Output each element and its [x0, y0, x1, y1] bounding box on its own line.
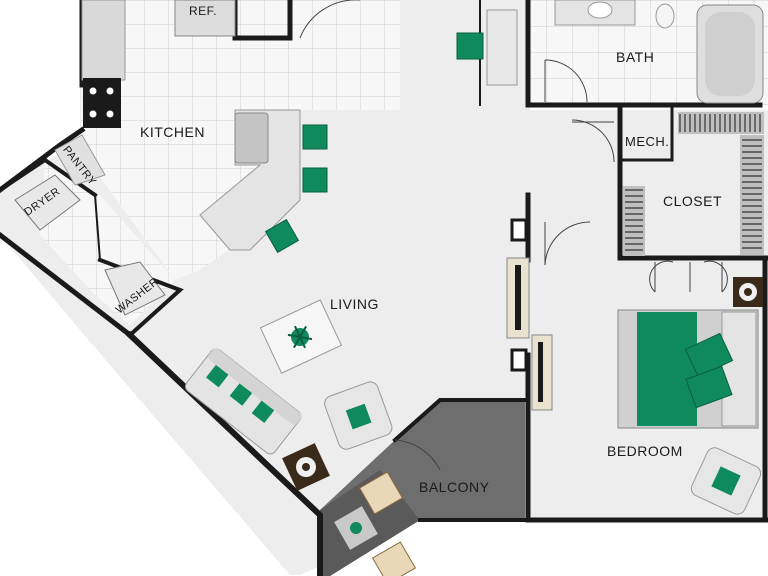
- balcony-chair: [358, 471, 404, 515]
- room-label-balcony: BALCONY: [419, 479, 490, 495]
- dryer: [14, 174, 81, 231]
- bed-pillows: [721, 311, 757, 427]
- closet-clothes: [625, 114, 762, 251]
- bed-blanket: [637, 312, 697, 426]
- room-label-living: LIVING: [330, 296, 379, 312]
- bar-stool: [302, 124, 328, 150]
- living-armchair: [324, 381, 393, 450]
- bar-stool: [302, 167, 328, 193]
- balcony-chair: [371, 541, 417, 576]
- toilet: [655, 3, 675, 29]
- room-label-kitchen: KITCHEN: [140, 124, 205, 140]
- bathtub-basin: [705, 12, 755, 96]
- coffee-table: [259, 299, 343, 374]
- bedroom-tv-2: [538, 342, 543, 402]
- sofa: [184, 348, 302, 455]
- room-label-mech: MECH.: [625, 134, 670, 149]
- bar-stool: [264, 218, 300, 254]
- bedroom-armchair-cushion: [711, 466, 741, 496]
- bed-cushion: [685, 365, 733, 409]
- stove-burners: [89, 87, 114, 118]
- kitchen-counter: [81, 0, 126, 81]
- hall-cabinet: [486, 9, 518, 86]
- refrigerator: [174, 0, 236, 37]
- kitchen-sink: [234, 112, 269, 164]
- stove: [83, 78, 121, 128]
- bedroom-tv: [515, 265, 521, 330]
- washer: [104, 261, 166, 316]
- room-label-closet: CLOSET: [663, 193, 723, 209]
- room-label-bath: BATH: [616, 49, 655, 65]
- room-label-ref: REF.: [189, 4, 218, 18]
- bedroom-door-swing: [544, 221, 591, 266]
- pantry: [54, 134, 106, 186]
- hall-chair: [456, 32, 484, 60]
- bath-sink: [587, 1, 613, 19]
- balcony-door-swing: [394, 439, 441, 471]
- room-label-bedroom: BEDROOM: [607, 443, 683, 459]
- closet-bifold-door: [649, 260, 728, 293]
- kitchen-island: [199, 109, 301, 251]
